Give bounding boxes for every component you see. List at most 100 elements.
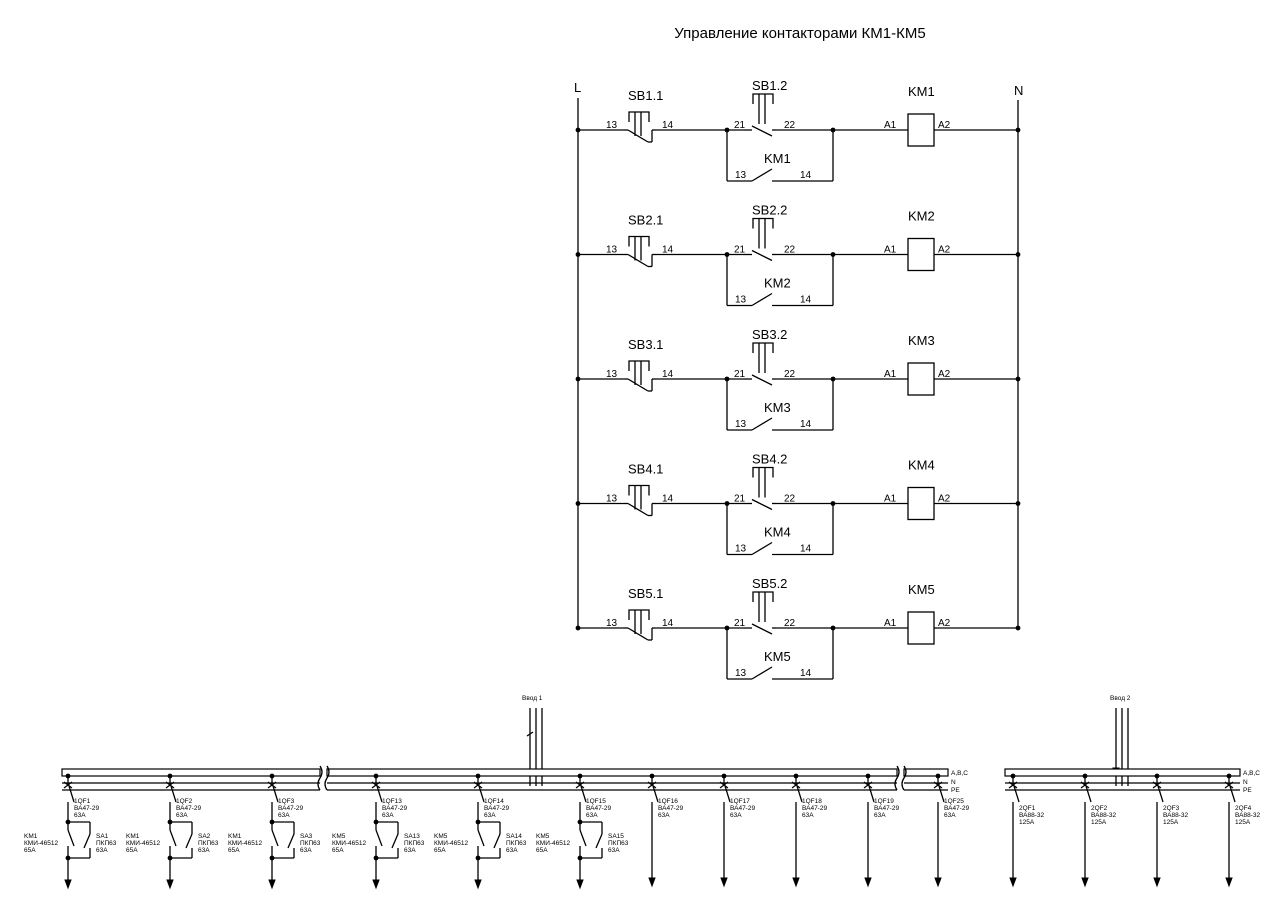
terminal-13: 13 (606, 618, 618, 629)
diagram-title: Управление контакторами КМ1-КМ5 (674, 25, 925, 42)
junction-dot (65, 819, 71, 825)
breaker-contact (272, 785, 279, 803)
arrow-down-icon (372, 879, 380, 890)
qf-label: 2QF1 (1019, 805, 1036, 812)
terminal-22: 22 (784, 369, 796, 380)
terminal-13: 13 (606, 494, 618, 505)
feeder: 1QF13ВА47-2963AKM5КМИ-4651265ASA13ПКП636… (332, 773, 425, 890)
coil-icon (907, 362, 935, 396)
km-rating: 65A (126, 847, 138, 854)
sa-label: SA2 (198, 833, 211, 840)
sb2-label: SB1.2 (752, 78, 787, 93)
km-rating: 65A (536, 847, 548, 854)
junction-dot (1015, 127, 1021, 133)
sa-type: ПКП63 (96, 840, 117, 847)
breaker-cross-icon (1008, 781, 1018, 789)
bus-pe-label: PE (951, 787, 960, 794)
terminal-13: 13 (606, 245, 618, 256)
junction-dot (575, 625, 581, 631)
breaker-contact (1085, 785, 1092, 803)
qf-rating: 63A (484, 812, 496, 819)
sb2-button-icon (752, 466, 774, 498)
hold-contact (751, 417, 773, 431)
terminal-13: 13 (735, 419, 747, 430)
km-contact (169, 829, 177, 847)
terminal-a2: A2 (938, 120, 951, 131)
sb1-label: SB4.1 (628, 462, 663, 477)
breaker-contact (868, 785, 875, 803)
sb1-label: SB5.1 (628, 586, 663, 601)
bus-break-mark (324, 765, 330, 791)
input-2-label: Ввод 2 (1110, 695, 1131, 702)
sa-type: ПКП63 (608, 840, 629, 847)
qf-type: ВА47-29 (176, 805, 201, 812)
qf-label: 1QF15 (586, 798, 606, 805)
sb1-contact (627, 129, 649, 143)
junction-dot (575, 376, 581, 382)
km-label: KM1 (126, 833, 140, 840)
terminal-a2: A2 (938, 618, 951, 629)
qf-rating: 125A (1019, 819, 1035, 826)
sa-label: SA15 (608, 833, 624, 840)
junction-dot (575, 501, 581, 506)
sa-rating: 63A (96, 847, 108, 854)
input-mark (526, 731, 534, 737)
arrow-down-icon (1225, 877, 1233, 888)
sa-type: ПКП63 (198, 840, 219, 847)
junction-dot (1015, 501, 1021, 506)
sb1-button-icon (628, 111, 650, 136)
km-contact (477, 829, 485, 847)
sa-contact (287, 833, 295, 849)
qf-rating: 63A (802, 812, 814, 819)
arrow-down-icon (268, 879, 276, 890)
qf-rating: 63A (278, 812, 290, 819)
qf-type: ВА47-29 (278, 805, 303, 812)
qf-type: ВА47-29 (484, 805, 509, 812)
terminal-13: 13 (735, 668, 747, 679)
sa-rating: 63A (608, 847, 620, 854)
km-label: KM5 (434, 833, 448, 840)
breaker-cross-icon (1152, 781, 1162, 789)
sb1-label: SB2.1 (628, 213, 663, 228)
arrow-down-icon (1081, 877, 1089, 888)
breaker-contact (68, 785, 75, 803)
km-type: КМИ-46512 (126, 840, 160, 847)
hold-label: KM5 (764, 649, 791, 664)
busbar-phase (903, 768, 949, 777)
panel-input-1: Ввод 1A,B,CNPE1QF1ВА47-2963AKM1КМИ-46512… (24, 695, 969, 890)
breaker-cross-icon (719, 781, 729, 789)
terminal-14: 14 (800, 295, 812, 306)
km-type: КМИ-46512 (536, 840, 570, 847)
sb1-contact (627, 378, 649, 392)
qf-rating: 63A (730, 812, 742, 819)
km-label: KM1 (228, 833, 242, 840)
qf-rating: 63A (874, 812, 886, 819)
arrow-down-icon (864, 877, 872, 888)
arrow-down-icon (1009, 877, 1017, 888)
sb1-contact (627, 253, 649, 268)
hold-label: KM2 (764, 276, 791, 291)
sb1-button-icon (628, 360, 650, 385)
qf-label: 1QF18 (802, 798, 822, 805)
terminal-13: 13 (735, 295, 747, 306)
qf-label: 2QF4 (1235, 805, 1252, 812)
breaker-contact (652, 785, 659, 803)
input-1-label: Ввод 1 (522, 695, 543, 702)
sb2-label: SB4.2 (752, 452, 787, 467)
breaker-cross-icon (473, 781, 483, 789)
breaker-cross-icon (791, 781, 801, 789)
qf-label: 1QF19 (874, 798, 894, 805)
sa-rating: 63A (506, 847, 518, 854)
sb1-label: SB3.1 (628, 337, 663, 352)
terminal-22: 22 (784, 494, 796, 505)
terminal-14: 14 (800, 170, 812, 181)
km-contact (271, 829, 279, 847)
